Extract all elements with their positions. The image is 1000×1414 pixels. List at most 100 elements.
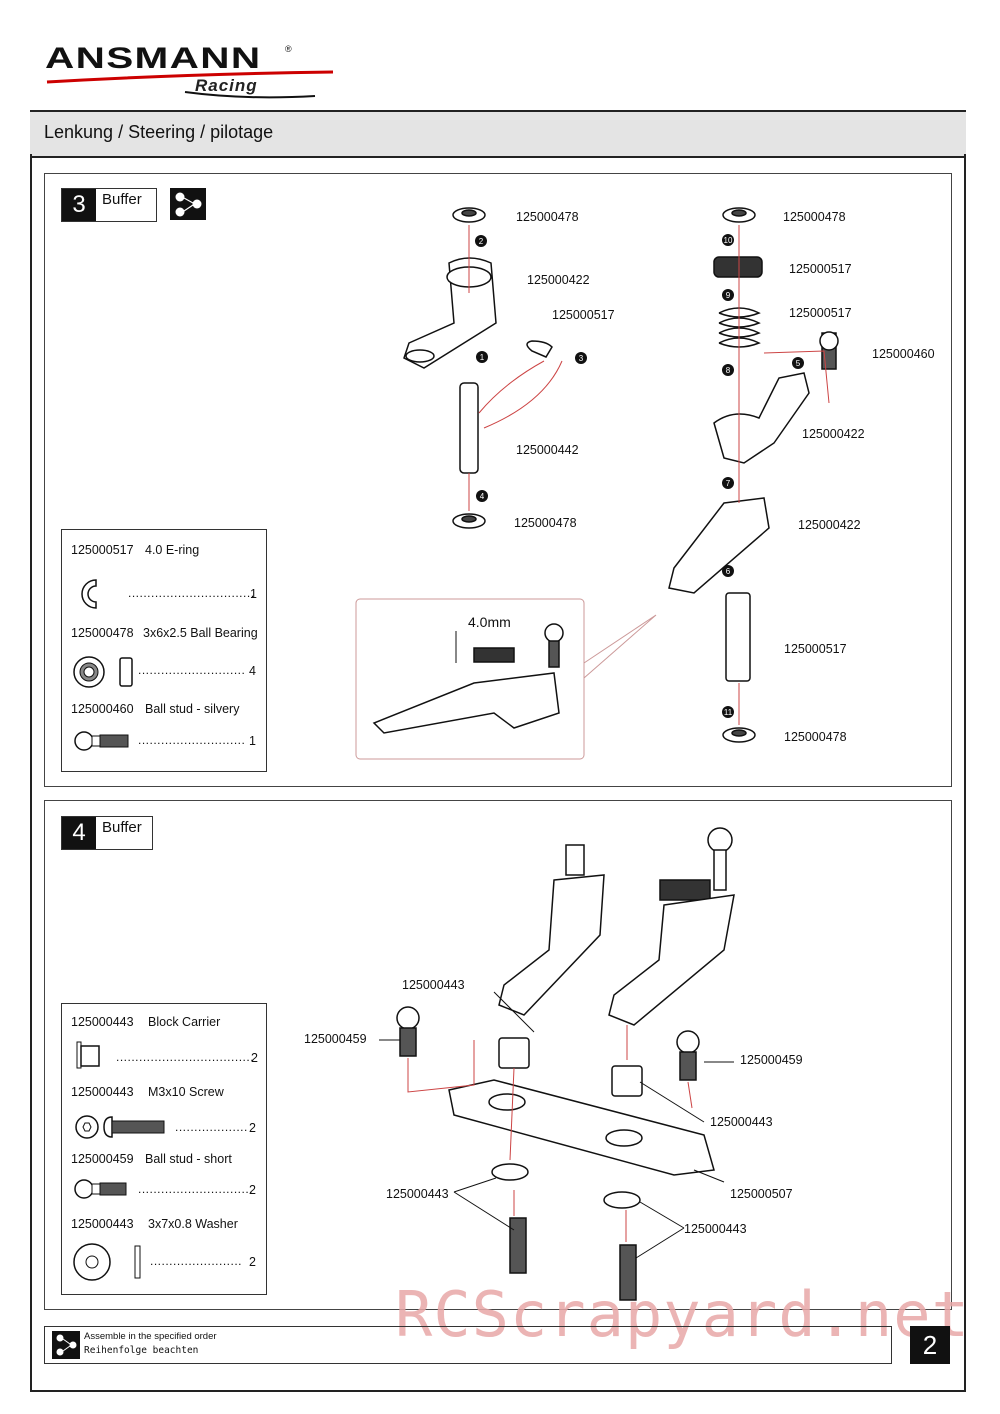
step-3-parts-list [61, 529, 267, 772]
part-qty: 2 [249, 1255, 256, 1269]
washer-right [603, 1191, 641, 1209]
order-num-11: 11 [724, 708, 733, 717]
e-ring-icon [81, 579, 97, 609]
part-code: 125000443 [71, 1217, 134, 1231]
screw-left [509, 1217, 527, 1274]
step-3-label: Buffer [102, 191, 142, 208]
part-name: M3x10 Screw [148, 1085, 224, 1099]
ball-stud-left [399, 1027, 417, 1057]
threaded-post [725, 592, 751, 682]
watermark: RCScrapyard.net [395, 1278, 970, 1351]
label-block-carrier-top: 125000443 [402, 978, 465, 992]
order-num-10: 10 [724, 236, 733, 245]
part-qty: 2 [249, 1183, 256, 1197]
screw-icon [75, 1115, 165, 1139]
label-spring: 125000517 [789, 306, 852, 320]
logo-swoosh [46, 70, 334, 99]
order-icon [170, 188, 206, 220]
ball-bearing-icon [73, 656, 133, 688]
footer-instruction-en: Assemble in the specified order [84, 1331, 217, 1342]
arm-left [498, 874, 605, 1016]
label-washer-screw-left: 125000443 [386, 1187, 449, 1201]
order-num-4: 4 [480, 492, 485, 501]
page-number: 2 [910, 1326, 950, 1364]
order-num-1: 1 [480, 353, 485, 362]
part-dots: .................................... [116, 1050, 255, 1064]
spring [718, 307, 761, 348]
label-saver: 125000422 [802, 427, 865, 441]
order-num-3: 3 [579, 354, 584, 363]
part-code: 125000517 [71, 543, 134, 557]
order-num-5: 5 [796, 359, 801, 368]
part-qty: 2 [249, 1121, 256, 1135]
steering-bar [448, 1079, 715, 1176]
label-threaded-post: 125000517 [784, 642, 847, 656]
part-name: Ball stud - short [145, 1152, 232, 1166]
section-title: Lenkung / Steering / pilotage [44, 122, 274, 142]
ball-stud-right2 [679, 1051, 697, 1081]
screw-right [619, 1244, 637, 1301]
label-post: 125000442 [516, 443, 579, 457]
order-num-6: 6 [726, 567, 731, 576]
part-code: 125000459 [71, 1152, 134, 1166]
block-carrier-icon [76, 1041, 100, 1069]
part-name: 3x7x0.8 Washer [148, 1217, 238, 1231]
step-4-badge: 4 Buffer [61, 816, 153, 850]
part-code: 125000443 [71, 1085, 134, 1099]
label-ball-stud: 125000460 [872, 347, 935, 361]
brand-logo: ANSMANN ® Racing [45, 42, 334, 102]
label-block-carrier-right: 125000443 [710, 1115, 773, 1129]
part-qty: 4 [249, 664, 256, 678]
part-dots: ............................ [138, 733, 246, 747]
part-code: 125000478 [71, 626, 134, 640]
steering-arm-right [668, 497, 770, 594]
washer-left [491, 1163, 529, 1181]
step-3-panel [44, 173, 952, 787]
footer-order-icon [52, 1331, 80, 1359]
label-bearing-top-left: 125000478 [516, 210, 579, 224]
order-num-9: 9 [726, 291, 731, 300]
block-carrier-left [498, 1037, 530, 1069]
arm-right [608, 894, 735, 1026]
part-dots: ................................. [128, 586, 255, 600]
detail-dimension: 4.0mm [468, 614, 511, 630]
part-dots: ........................ [150, 1254, 243, 1268]
part-dots: ................... [175, 1120, 248, 1134]
part-dots: ............................ [138, 663, 246, 677]
part-code: 125000443 [71, 1015, 134, 1029]
step-3-badge: 3 Buffer [61, 188, 157, 222]
block-carrier-right [611, 1065, 643, 1097]
part-code: 125000460 [71, 702, 134, 716]
ball-stud-icon [74, 731, 129, 751]
part-qty: 1 [250, 587, 257, 601]
label-ball-stud-left: 125000459 [304, 1032, 367, 1046]
logo-brand-text: ANSMANN [45, 42, 262, 75]
label-bearing-bottom-left: 125000478 [514, 516, 577, 530]
washer-icon [73, 1243, 141, 1281]
label-e-ring: 125000517 [552, 308, 615, 322]
label-nut: 125000517 [789, 262, 852, 276]
label-washer-screw-right: 125000443 [684, 1222, 747, 1236]
footer-instruction-de: Reihenfolge beachten [84, 1345, 199, 1356]
part-name: Block Carrier [148, 1015, 221, 1029]
order-num-8: 8 [726, 366, 731, 375]
label-arm-right: 125000422 [798, 518, 861, 532]
label-arm-left: 125000422 [527, 273, 590, 287]
logo-registered-mark: ® [285, 44, 292, 54]
part-name: Ball stud - silvery [145, 702, 240, 716]
footer-note-box [44, 1326, 892, 1364]
logo-racing-text: Racing [195, 76, 258, 95]
e-ring [526, 340, 553, 358]
part-name: 4.0 E-ring [145, 543, 200, 557]
step-3-exploded-drawing: 4.0mm [355, 207, 839, 760]
section-header-bar [30, 110, 966, 158]
order-num-7: 7 [726, 479, 731, 488]
step-3-number: 3 [62, 189, 96, 221]
adjust-nut [713, 256, 763, 278]
step-4-number: 4 [62, 817, 96, 849]
step-4-panel [44, 800, 952, 1310]
page-frame [30, 154, 966, 1392]
label-bearing-bottom-right: 125000478 [784, 730, 847, 744]
part-qty: 2 [251, 1051, 258, 1065]
